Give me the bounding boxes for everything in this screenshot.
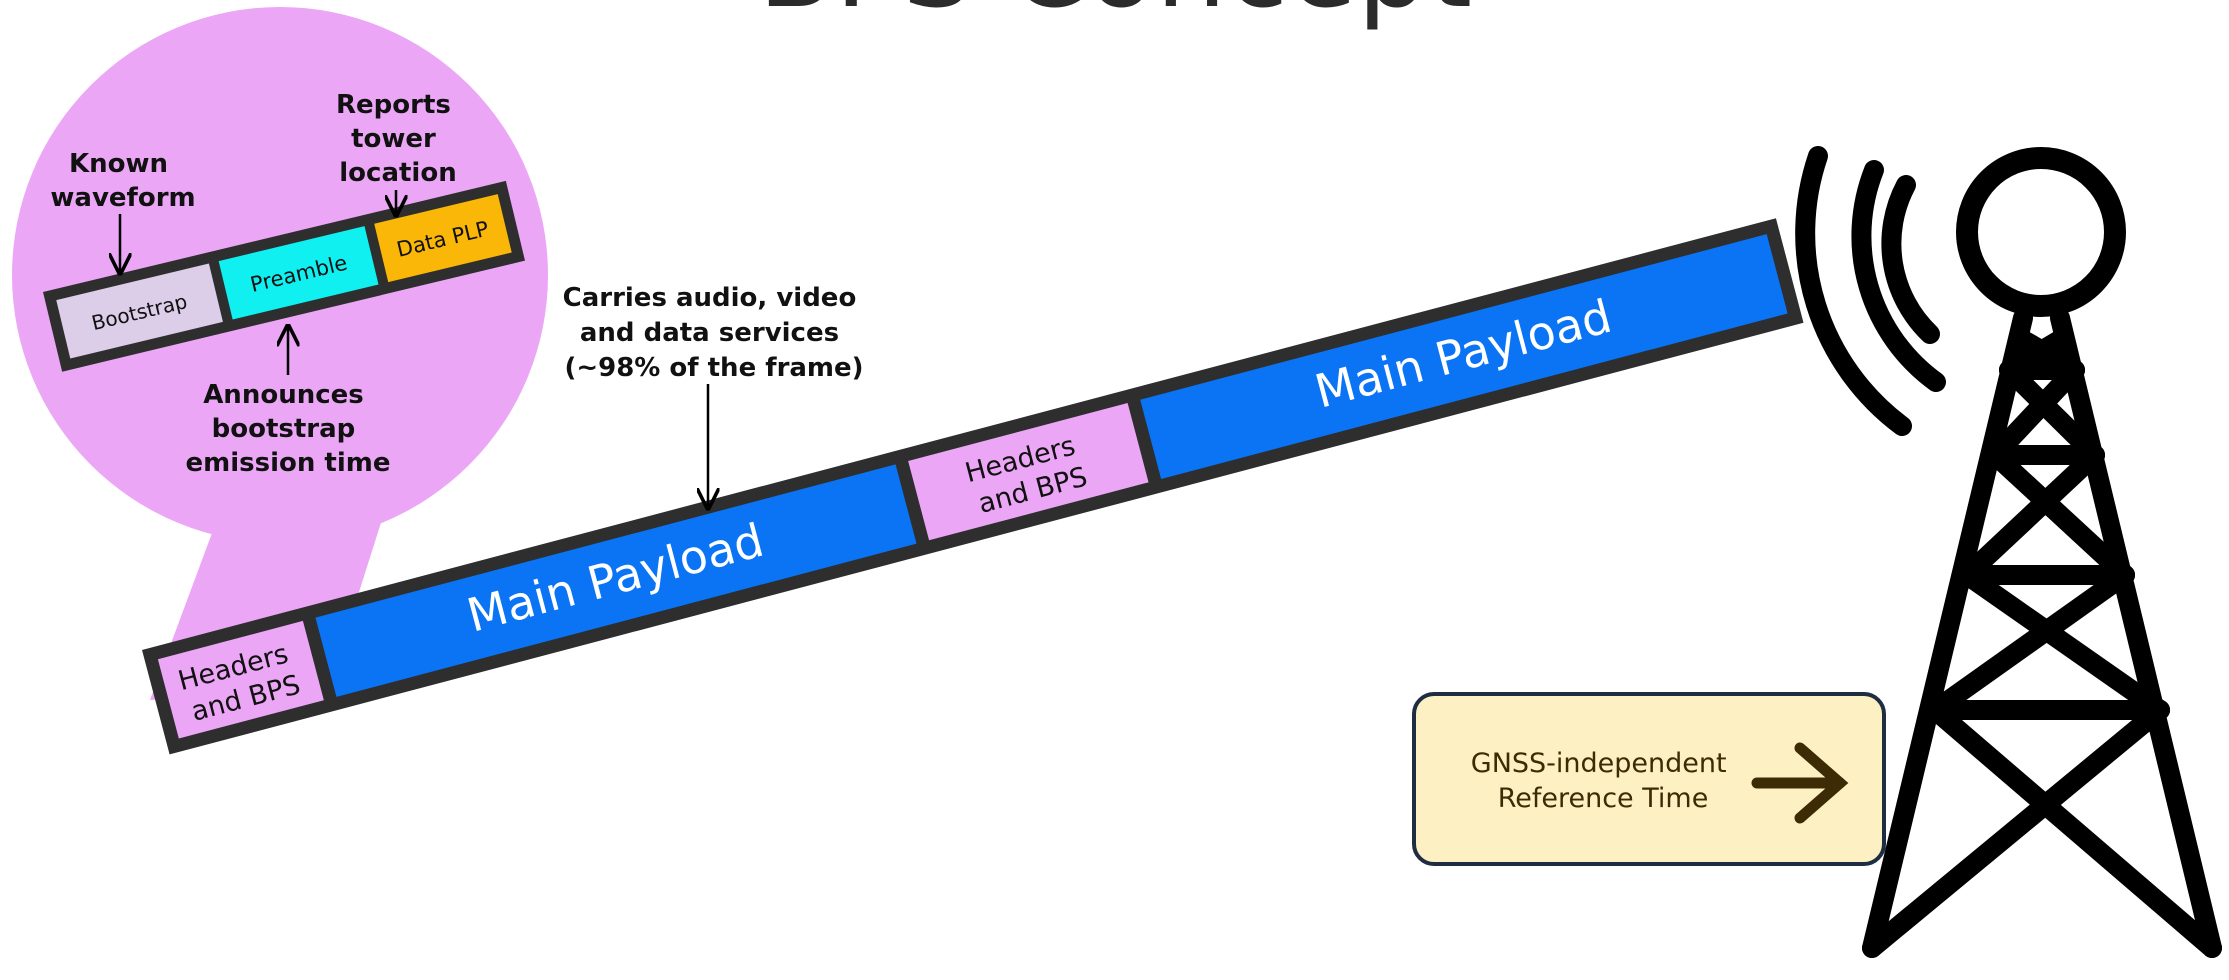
reference-line-1: GNSS-independent (1471, 748, 1727, 779)
payload-annotation: Carries audio, video and data services (… (563, 283, 866, 508)
reports-tower-line-1: Reports (336, 90, 451, 120)
svg-text:GNSS-independent Referen: GNSS-independent Reference Time (1471, 748, 1735, 814)
main-payload-block-2 (1140, 234, 1788, 479)
svg-text:Reports tower loca: Reports tower location (336, 90, 460, 188)
reports-tower-line-2: tower (351, 124, 436, 154)
announces-line-2: bootstrap (212, 414, 356, 444)
svg-text:Announces bootstrap: Announces bootstrap emission time (186, 380, 391, 478)
reports-tower-line-3: location (339, 158, 456, 188)
preamble-block (218, 226, 379, 320)
payload-note-line-1: Carries audio, video (563, 283, 857, 313)
broadcast-tower-icon (1795, 146, 2222, 958)
zoomed-frame-strip: Bootstrap Preamble Data PLP (43, 180, 525, 372)
bootstrap-block (56, 263, 223, 359)
known-waveform-annotation: Known waveform (50, 149, 196, 273)
reference-time-box: GNSS-independent Reference Time (1412, 692, 1886, 866)
svg-text:Carries audio, video and: Carries audio, video and data services (… (563, 283, 866, 383)
svg-text:Known waveform: Known waveform (50, 149, 195, 213)
headers-block-1 (157, 620, 324, 739)
payload-note-line-2: and data services (580, 318, 839, 348)
right-arrow-icon (1751, 742, 1849, 824)
known-waveform-line-2: waveform (50, 183, 195, 213)
headers-block-2 (908, 403, 1149, 541)
reports-tower-annotation: Reports tower location (336, 90, 460, 215)
announces-line-1: Announces (203, 380, 364, 410)
signal-waves-icon (1795, 146, 1946, 436)
known-waveform-line-1: Known (69, 149, 168, 179)
payload-note-line-3: (~98% of the frame) (564, 353, 863, 383)
reference-line-2: Reference Time (1498, 783, 1709, 814)
announces-annotation: Announces bootstrap emission time (186, 326, 391, 478)
main-payload-block-1 (315, 464, 917, 697)
data-plp-block (374, 194, 512, 283)
page-title: BPS Concept (758, 0, 1472, 33)
main-frame-strip: Headers and BPS Main Payload Headers and… (142, 218, 1804, 755)
announces-line-3: emission time (186, 448, 391, 478)
